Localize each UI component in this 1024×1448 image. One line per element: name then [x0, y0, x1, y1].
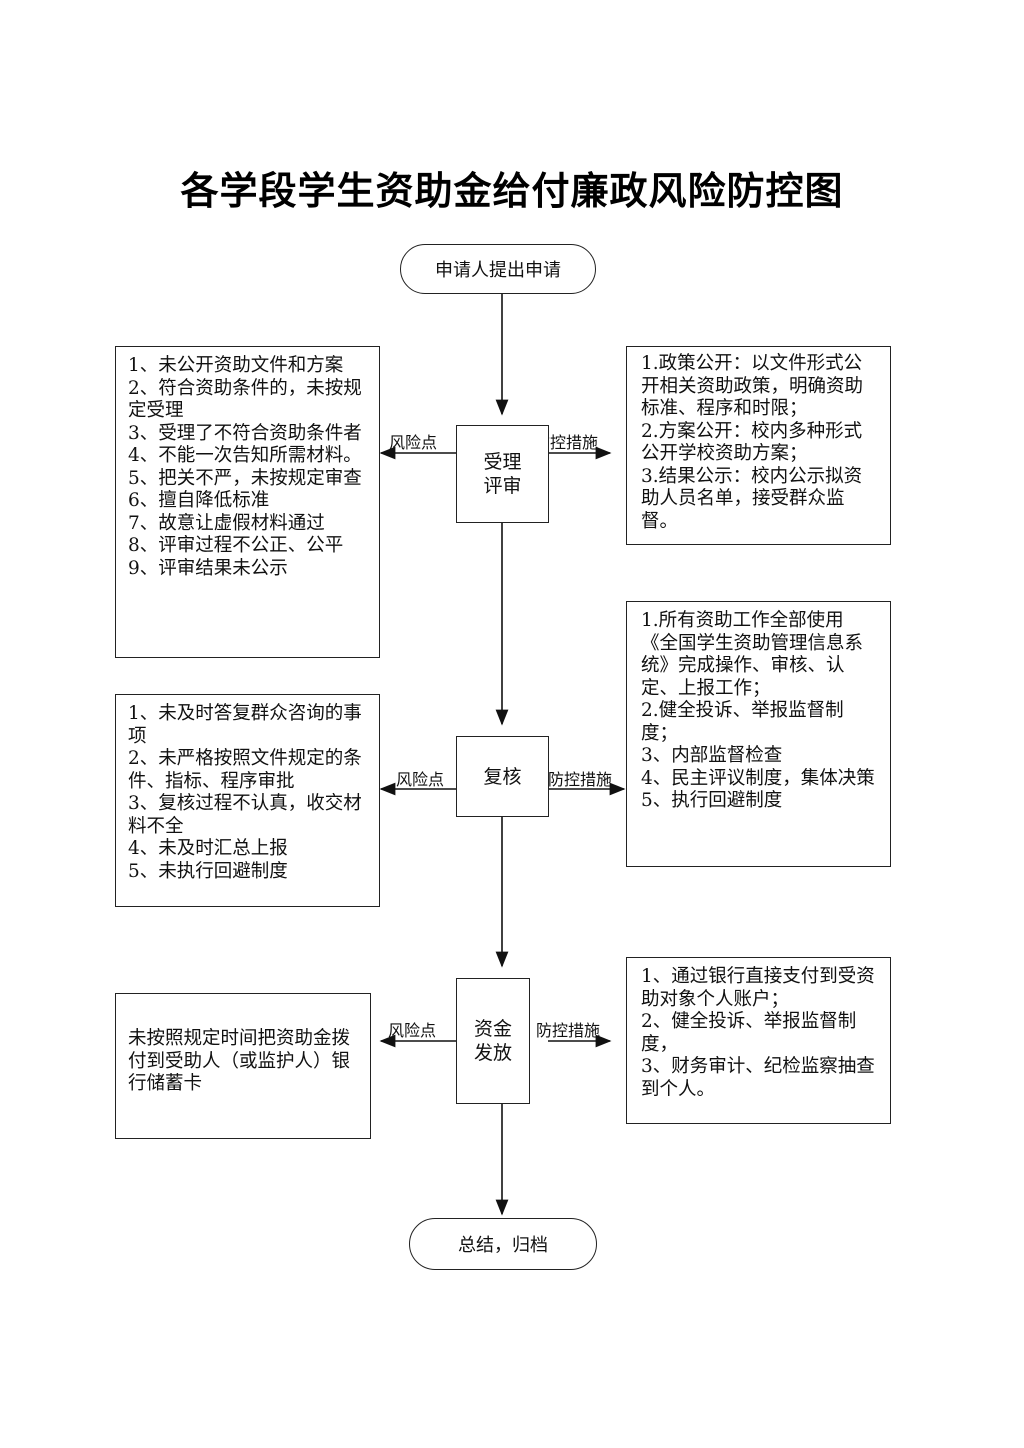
- risk-item: 2、未严格按照文件规定的条件、指标、程序审批: [128, 748, 362, 792]
- risk-item: 9、评审结果未公示: [128, 557, 288, 579]
- step-label: 资金: [473, 1018, 512, 1040]
- page-title: 各学段学生资助金给付廉政风险防控图: [180, 169, 844, 213]
- risk-item: 3、受理了不符合资助条件者: [128, 422, 362, 444]
- step-review-box: 受理 评审: [456, 425, 549, 523]
- step-label: 发放: [473, 1042, 512, 1064]
- risk-item: 7、故意让虚假材料通过: [128, 512, 325, 534]
- risk-item: 2、符合资助条件的，未按规定受理: [128, 377, 362, 422]
- risk-item: 4、不能一次告知所需材料。: [128, 445, 362, 466]
- risk-item: 8、评审过程不公正、公平: [128, 535, 344, 556]
- control-item: 5、执行回避制度: [641, 790, 783, 811]
- end-label: 总结，归档: [458, 1235, 548, 1256]
- risk-label-3: 风险点: [388, 1021, 437, 1040]
- control-label-1: 防控措施: [534, 433, 599, 452]
- risk-label-2: 风险点: [396, 770, 445, 789]
- control-item: 1、通过银行直接支付到受资助对象个人账户；: [641, 966, 875, 1010]
- risk-item: 1、未公开资助文件和方案: [128, 355, 344, 376]
- risk-item: 3、复核过程不认真，收交材料不全: [128, 793, 362, 837]
- start-label: 申请人提出申请: [435, 260, 561, 281]
- control-item: 2.方案公开：校内多种形式公开学校资助方案；: [641, 420, 863, 465]
- step-label: 复核: [483, 765, 522, 788]
- step-label: 受理: [483, 451, 522, 473]
- start-node: 申请人提出申请: [400, 244, 596, 294]
- step-label: 评审: [483, 475, 522, 497]
- risk-box-2: 1、未及时答复群众咨询的事项 2、未严格按照文件规定的条件、指标、程序审批 3、…: [115, 694, 380, 907]
- step-payment-box: 资金 发放: [456, 978, 530, 1104]
- control-item: 2、健全投诉、举报监督制度，: [641, 1011, 857, 1055]
- risk-item: 1、未及时答复群众咨询的事项: [128, 703, 362, 747]
- risk-item: 5、未执行回避制度: [128, 860, 288, 882]
- control-box-2: 1.所有资助工作全部使用《全国学生资助管理信息系统》完成操作、审核、认定、上报工…: [626, 601, 891, 867]
- control-item: 3、内部监督检查: [641, 745, 783, 766]
- control-item: 4、民主评议制度，集体决策: [641, 767, 875, 789]
- control-label-3: 防控措施: [536, 1021, 601, 1040]
- risk-item: 6、擅自降低标准: [128, 490, 270, 511]
- control-item: 3、财务审计、纪检监察抽查到个人。: [641, 1056, 875, 1100]
- end-node: 总结，归档: [409, 1218, 597, 1270]
- control-item: 1.所有资助工作全部使用《全国学生资助管理信息系统》完成操作、审核、认定、上报工…: [641, 610, 864, 699]
- control-item: 1.政策公开：以文件形式公开相关资助政策，明确资助标准、程序和时限；: [641, 353, 864, 419]
- control-box-1: 1.政策公开：以文件形式公开相关资助政策，明确资助标准、程序和时限； 2.方案公…: [626, 346, 891, 545]
- control-box-3: 1、通过银行直接支付到受资助对象个人账户； 2、健全投诉、举报监督制度， 3、财…: [626, 957, 891, 1124]
- risk-item: 未按照规定时间把资助金拨付到受助人（或监护人）银行储蓄卡: [128, 1028, 351, 1094]
- step-recheck-box: 复核: [456, 736, 549, 817]
- risk-label-1: 风险点: [389, 433, 438, 452]
- control-item: 2.健全投诉、举报监督制度；: [641, 700, 844, 744]
- risk-item: 4、未及时汇总上报: [128, 838, 288, 859]
- control-item: 3.结果公示：校内公示拟资助人员名单，接受群众监督。: [641, 465, 863, 532]
- risk-box-1: 1、未公开资助文件和方案 2、符合资助条件的，未按规定受理 3、受理了不符合资助…: [115, 346, 380, 658]
- risk-box-3: 未按照规定时间把资助金拨付到受助人（或监护人）银行储蓄卡: [115, 993, 371, 1139]
- control-label-2: 防控措施: [548, 770, 613, 789]
- risk-item: 5、把关不严，未按规定审查: [128, 467, 362, 489]
